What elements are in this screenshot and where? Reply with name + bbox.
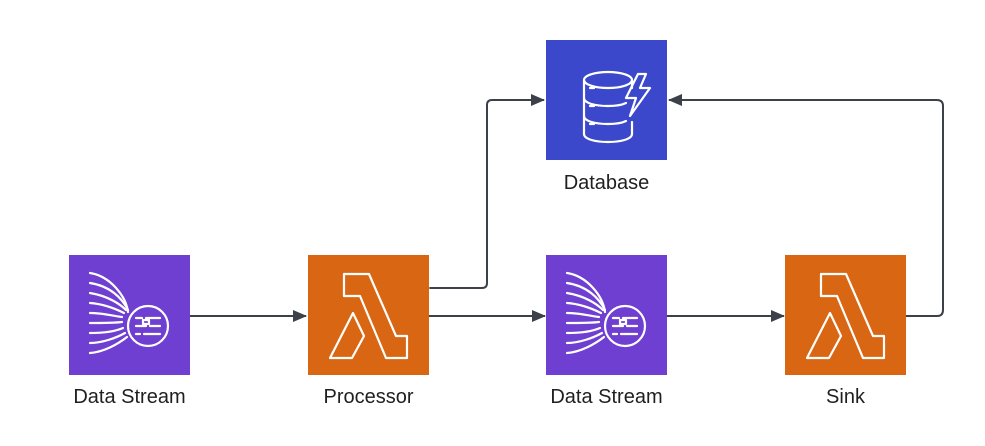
node-label: Data Stream (73, 386, 185, 408)
node-label: Data Stream (550, 386, 662, 408)
node-data-stream-2[interactable]: Data Stream (546, 255, 667, 408)
edges (190, 94, 944, 322)
node-label: Sink (826, 386, 866, 408)
database-tile (546, 40, 667, 160)
node-sink[interactable]: Sink (785, 255, 906, 408)
node-data-stream-1[interactable]: Data Stream (69, 255, 190, 408)
data-stream-tile (69, 255, 190, 375)
node-database[interactable]: Database (546, 40, 667, 194)
node-label: Processor (323, 386, 413, 408)
node-label: Database (564, 172, 650, 194)
node-processor[interactable]: Processor (308, 255, 429, 408)
data-stream-tile (546, 255, 667, 375)
edge-sink-to-database (668, 94, 944, 317)
edge-processor-database (417, 94, 545, 294)
